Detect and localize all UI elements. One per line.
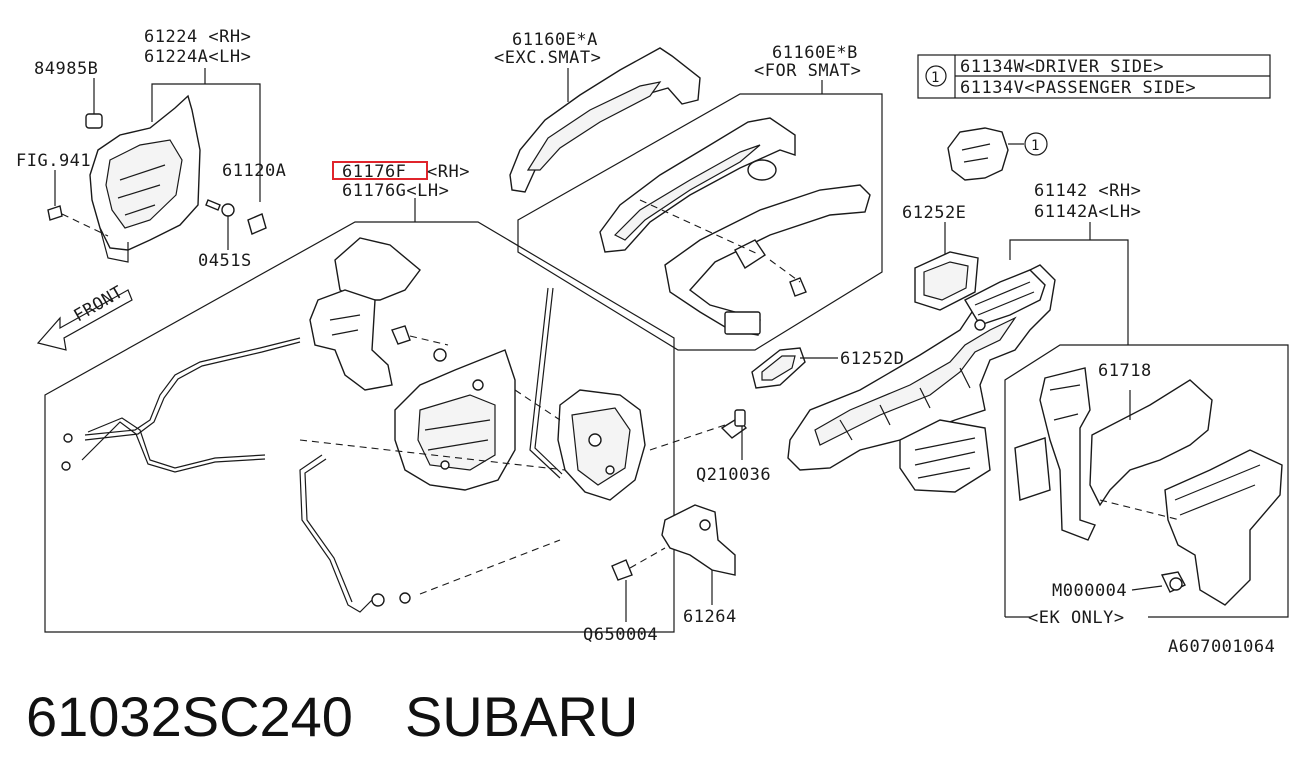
callout-ref-number: 1 [1031,138,1040,154]
brand-name: SUBARU [404,685,639,748]
ek-only-group [1004,344,1289,618]
part-number: 61032SC240 [26,685,353,748]
diagram-id: A607001064 [1168,637,1275,657]
striker-group [611,504,736,622]
label-61160ea: 61160E*A [512,30,598,50]
label-fig941: FIG.941 [16,151,91,171]
handle-frame-group [751,222,1129,493]
label-ek-only: <EK ONLY> [1028,608,1125,628]
label-for-smat: <FOR SMAT> [754,61,861,81]
highlight-box [332,161,428,180]
callout-number: 1 [931,70,940,86]
label-61134v: 61134V<PASSENGER SIDE> [960,78,1196,98]
inner-handle-group [47,68,267,263]
label-61264: 61264 [683,607,737,627]
front-arrow-icon [36,289,133,351]
label-61134w: 61134W<DRIVER SIDE> [960,57,1164,77]
handle-cap [947,127,1048,181]
callout-table [917,54,1271,99]
label-61160eb: 61160E*B [772,43,858,63]
label-exc-smat: <EXC.SMAT> [494,48,601,68]
label-61120a: 61120A [222,161,286,181]
label-61252d: 61252D [840,349,904,369]
label-61176g: 61176G<LH> [342,181,449,201]
label-front: FRONT [71,282,127,326]
label-61176f: 61176F [342,162,406,182]
label-61252e: 61252E [902,203,966,223]
outer-handle-group [509,47,883,351]
label-84985b: 84985B [34,59,98,79]
label-m000004: M000004 [1052,581,1127,601]
label-61176f-rh: <RH> [427,162,470,182]
label-q210036: Q210036 [696,465,771,485]
label-61224a: 61224A<LH> [144,47,251,67]
label-0451s: 0451S [198,251,252,271]
label-61718: 61718 [1098,361,1152,381]
door-latch-assembly [36,198,748,633]
label-61142a: 61142A<LH> [1034,202,1141,222]
label-61142: 61142 <RH> [1034,181,1141,201]
label-61224: 61224 <RH> [144,27,251,47]
label-q650004: Q650004 [583,625,658,645]
caption: 61032SC240 SUBARU [26,684,638,749]
